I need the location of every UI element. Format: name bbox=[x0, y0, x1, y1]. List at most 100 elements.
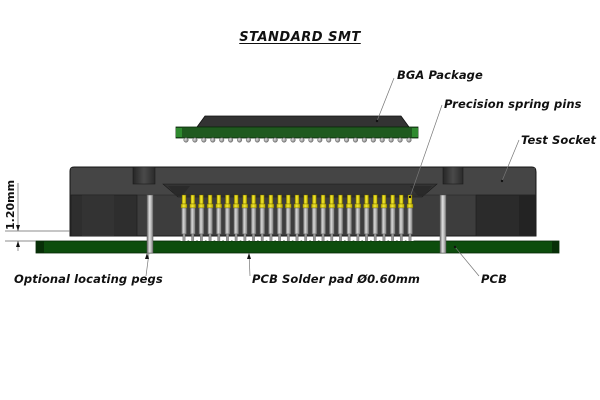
spring-pin bbox=[363, 194, 370, 242]
label-spring-pins: Precision spring pins bbox=[444, 97, 582, 111]
pin-collar bbox=[250, 203, 257, 209]
pin-plunger-top bbox=[294, 194, 300, 205]
pin-collar bbox=[215, 203, 222, 209]
spring-pin bbox=[224, 194, 231, 242]
leader-test-socket bbox=[501, 139, 520, 182]
bga-balls bbox=[183, 137, 412, 143]
pin-barrel bbox=[285, 207, 292, 235]
bga-ball bbox=[254, 137, 260, 143]
bga-ball bbox=[192, 137, 198, 143]
pin-tip bbox=[295, 233, 299, 242]
pin-barrel bbox=[276, 207, 283, 235]
leader-dot-socket bbox=[500, 179, 504, 183]
bga-ball bbox=[210, 137, 216, 143]
clearance-dimension bbox=[5, 183, 70, 251]
pin-plunger-top bbox=[399, 194, 404, 205]
spring-pin bbox=[180, 194, 188, 242]
leader-arrow-pad bbox=[247, 253, 251, 259]
pin-plunger-top bbox=[251, 194, 256, 205]
pin-tip bbox=[260, 233, 264, 242]
spring-pin bbox=[250, 194, 257, 242]
spring-pin bbox=[198, 194, 205, 242]
pin-tip bbox=[182, 233, 186, 242]
spring-pin bbox=[259, 194, 266, 242]
spring-pin bbox=[354, 194, 362, 242]
spring-pin bbox=[302, 194, 309, 242]
pcb bbox=[35, 240, 560, 254]
pcb-edge-left bbox=[36, 241, 44, 253]
pin-barrel bbox=[355, 207, 361, 235]
pin-barrel bbox=[268, 207, 274, 235]
pin-plunger-top bbox=[312, 194, 317, 205]
pin-plunger-top bbox=[207, 194, 213, 205]
pin-plunger-top bbox=[373, 194, 378, 205]
pin-collar bbox=[224, 203, 231, 209]
bga-ball bbox=[228, 137, 234, 143]
pin-tip bbox=[243, 233, 247, 242]
pin-plunger-top bbox=[390, 194, 395, 205]
pin-barrel bbox=[329, 207, 335, 235]
pin-tip bbox=[365, 233, 368, 242]
diagram-title-text: STANDARD SMT bbox=[239, 30, 361, 45]
spring-pin bbox=[206, 194, 214, 242]
pin-barrel bbox=[250, 207, 257, 235]
spring-pin bbox=[311, 194, 318, 242]
bga-ball bbox=[388, 137, 394, 143]
locating-peg-left bbox=[146, 194, 154, 254]
bga-ball bbox=[406, 137, 412, 143]
pin-plunger-top bbox=[190, 194, 195, 205]
pin-collar bbox=[345, 203, 353, 209]
pin-plunger-top bbox=[181, 194, 187, 205]
spring-pin bbox=[232, 194, 240, 242]
pin-tip bbox=[339, 233, 342, 242]
pin-plunger-top bbox=[355, 194, 361, 205]
diagram-title: STANDARD SMT bbox=[0, 30, 600, 45]
pin-barrel bbox=[398, 207, 405, 235]
pin-barrel bbox=[363, 207, 370, 235]
bga-ball bbox=[344, 137, 350, 143]
cavity-chamfer-right bbox=[410, 186, 432, 196]
left-peg-bore bbox=[132, 166, 156, 185]
pin-barrel bbox=[381, 207, 387, 235]
pin-tip bbox=[278, 233, 281, 242]
pin-barrel bbox=[198, 207, 205, 235]
spring-pin bbox=[389, 194, 396, 242]
spring-pin bbox=[328, 194, 335, 242]
bga-ball bbox=[263, 137, 269, 143]
bga-ball bbox=[308, 137, 314, 143]
pin-tip bbox=[217, 233, 221, 242]
spring-pin bbox=[345, 194, 353, 242]
cavity-chamfer-left bbox=[168, 186, 190, 196]
bga-ball bbox=[290, 137, 296, 143]
leader-arrow-pegs bbox=[145, 253, 149, 259]
pin-collar bbox=[389, 203, 396, 209]
bga-ball bbox=[317, 137, 323, 143]
pin-barrel bbox=[189, 207, 196, 235]
chip-cavity bbox=[162, 183, 438, 198]
pin-collar bbox=[198, 203, 205, 209]
leader-spring-pins bbox=[409, 104, 443, 198]
bga-ball bbox=[397, 137, 403, 143]
pin-collar bbox=[180, 203, 188, 209]
bga-ball bbox=[201, 137, 207, 143]
pin-plunger-top bbox=[381, 194, 387, 205]
pin-collar bbox=[319, 203, 327, 209]
bga-ball bbox=[326, 137, 332, 143]
pin-collar bbox=[241, 203, 249, 209]
pin-tip bbox=[200, 233, 203, 242]
spring-pins bbox=[180, 194, 414, 242]
pin-collar bbox=[293, 203, 301, 209]
clearance-dimension-label: 1.20mm bbox=[4, 179, 17, 230]
leader-bga bbox=[376, 77, 395, 122]
pin-plunger-top bbox=[233, 194, 239, 205]
label-solder-pad: PCB Solder pad Ø0.60mm bbox=[252, 272, 421, 286]
label-test-socket: Test Socket bbox=[521, 133, 597, 147]
bga-package bbox=[175, 115, 419, 143]
pcb-board bbox=[35, 240, 560, 254]
spring-pin bbox=[406, 194, 414, 242]
pin-barrel bbox=[224, 207, 231, 235]
bga-substrate-edge-right bbox=[412, 128, 418, 137]
spring-pin bbox=[398, 194, 405, 242]
spring-pin bbox=[380, 194, 388, 242]
spring-pin bbox=[276, 194, 283, 242]
